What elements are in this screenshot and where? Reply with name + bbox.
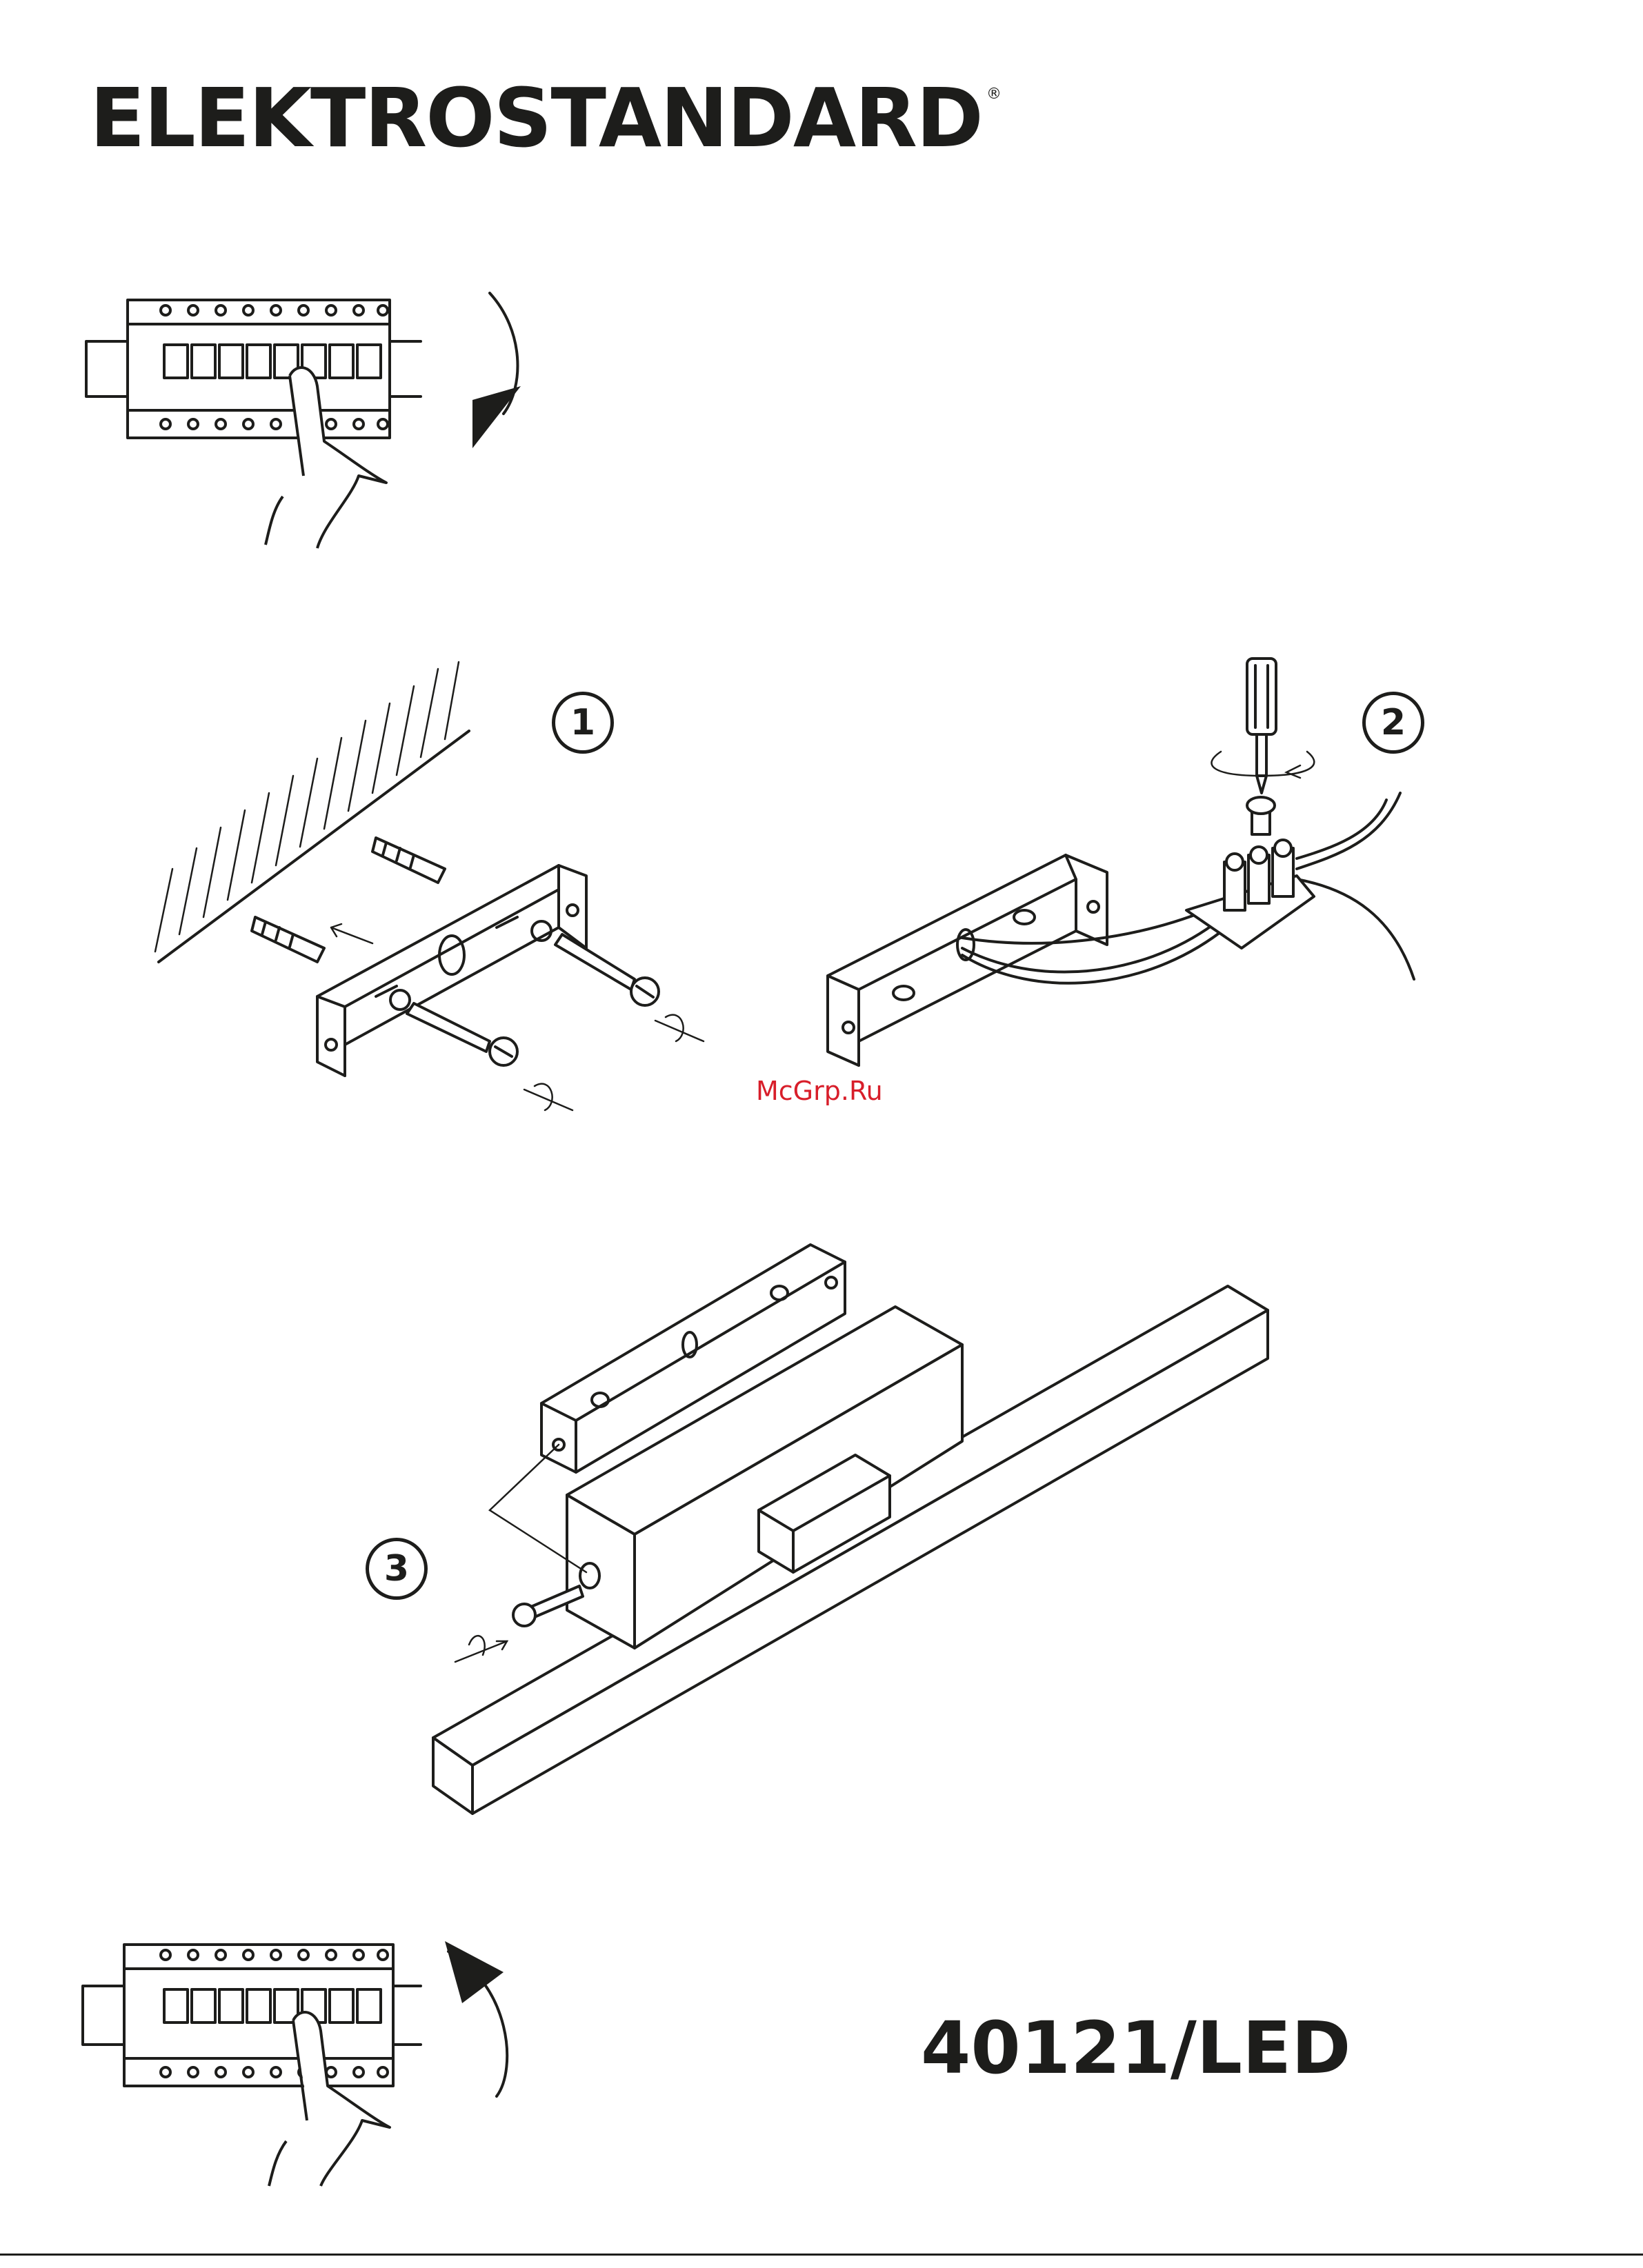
- step-number-1: 1: [552, 692, 614, 754]
- breaker-panel-on-icon: [83, 1941, 507, 2186]
- step-number-2-label: 2: [1381, 702, 1406, 743]
- step-number-3-label: 3: [384, 1548, 409, 1589]
- step-number-3: 3: [366, 1538, 428, 1600]
- breaker-panel-off-icon: [86, 293, 521, 548]
- screwdriver-icon: [1247, 659, 1276, 793]
- step-number-1-label: 1: [570, 702, 595, 743]
- watermark: McGrp.Ru: [756, 1076, 883, 1106]
- model-number: 40121/LED: [921, 2012, 1351, 2084]
- step-number-2: 2: [1362, 692, 1424, 754]
- step-3-illustration: [433, 1245, 1268, 1814]
- step-1-illustration: [155, 662, 704, 1110]
- step-2-illustration: [828, 659, 1414, 1065]
- page-bottom-rule: [0, 2254, 1643, 2256]
